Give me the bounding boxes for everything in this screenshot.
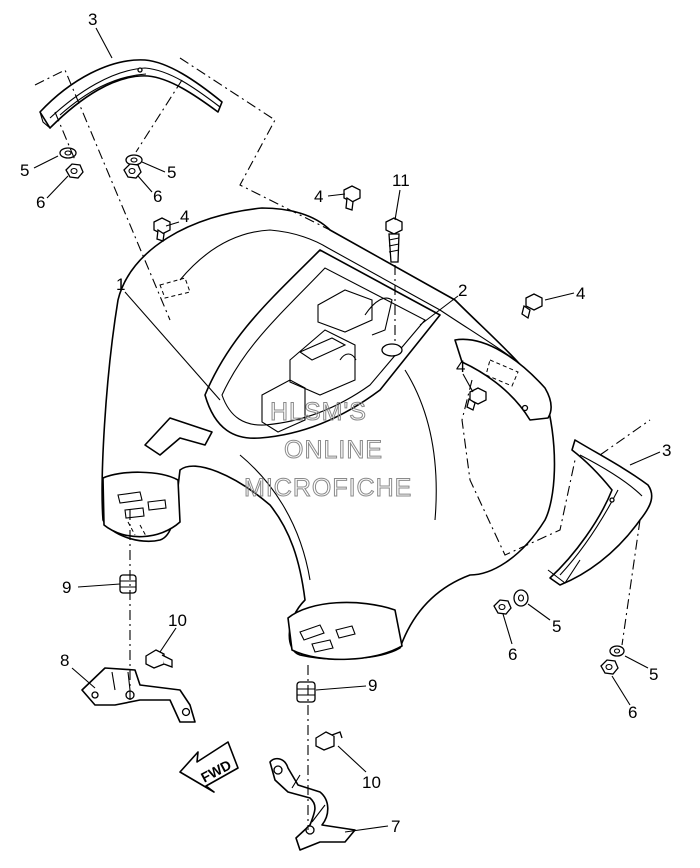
callout-6-c: 6 xyxy=(508,645,517,664)
callout-11: 11 xyxy=(392,171,410,190)
screw-4b[interactable] xyxy=(153,217,171,242)
screw-4c[interactable] xyxy=(521,293,543,320)
callout-3-right: 3 xyxy=(662,441,671,460)
callout-10-right: 10 xyxy=(362,773,381,792)
rear-fender[interactable] xyxy=(101,207,556,661)
damper-right[interactable] xyxy=(296,681,316,703)
washer-5a[interactable] xyxy=(59,147,77,159)
nut-6c[interactable] xyxy=(493,599,512,615)
callout-4-d: 4 xyxy=(456,357,465,376)
screw-4d[interactable] xyxy=(466,387,487,411)
screw-4a[interactable] xyxy=(343,185,361,211)
watermark: HLSM'S ONLINE MICROFICHE xyxy=(244,398,412,503)
callout-4-a: 4 xyxy=(314,187,323,206)
nut-6b[interactable] xyxy=(123,163,142,179)
fender-flap-right[interactable] xyxy=(547,439,653,586)
callout-5-d: 5 xyxy=(649,665,658,684)
callout-9-left: 9 xyxy=(62,578,71,597)
callout-6-b: 6 xyxy=(153,187,162,206)
callout-10-left: 10 xyxy=(168,611,187,630)
bolt-11[interactable] xyxy=(385,217,403,263)
nut-6d[interactable] xyxy=(600,659,619,675)
callout-3-top: 3 xyxy=(88,10,97,29)
callout-2: 2 xyxy=(458,281,467,300)
watermark-line-3: MICROFICHE xyxy=(244,474,412,502)
watermark-line-2: ONLINE xyxy=(284,436,383,464)
callout-4-c: 4 xyxy=(576,284,585,303)
forward-arrow-icon: FWD xyxy=(179,741,239,793)
callout-9-right: 9 xyxy=(368,676,377,695)
callout-5-c: 5 xyxy=(552,617,561,636)
callout-5-a: 5 xyxy=(20,161,29,180)
fender-flap-top[interactable] xyxy=(39,59,223,129)
callout-7: 7 xyxy=(391,817,400,836)
callout-4-b: 4 xyxy=(180,207,189,226)
washer-5d[interactable] xyxy=(609,645,625,657)
bolt-10-left[interactable] xyxy=(145,649,173,669)
callout-6-d: 6 xyxy=(628,703,637,722)
callout-labels: 3 5 6 5 6 4 4 11 1 2 4 4 3 9 10 8 5 6 5 … xyxy=(20,10,671,836)
stay-bottom[interactable] xyxy=(269,757,356,851)
callout-5-b: 5 xyxy=(167,163,176,182)
washer-5b[interactable] xyxy=(125,154,143,166)
watermark-line-1: HLSM'S xyxy=(270,398,367,426)
damper-left[interactable] xyxy=(119,574,137,594)
callout-8: 8 xyxy=(60,651,69,670)
bolt-10-right[interactable] xyxy=(315,731,343,751)
nut-6a[interactable] xyxy=(65,163,84,179)
callout-1: 1 xyxy=(116,275,125,294)
leader-lines xyxy=(33,27,661,833)
washer-5c[interactable] xyxy=(513,589,529,607)
assembly-lines xyxy=(34,57,651,830)
callout-6-a: 6 xyxy=(36,193,45,212)
stay-left[interactable] xyxy=(81,667,196,723)
